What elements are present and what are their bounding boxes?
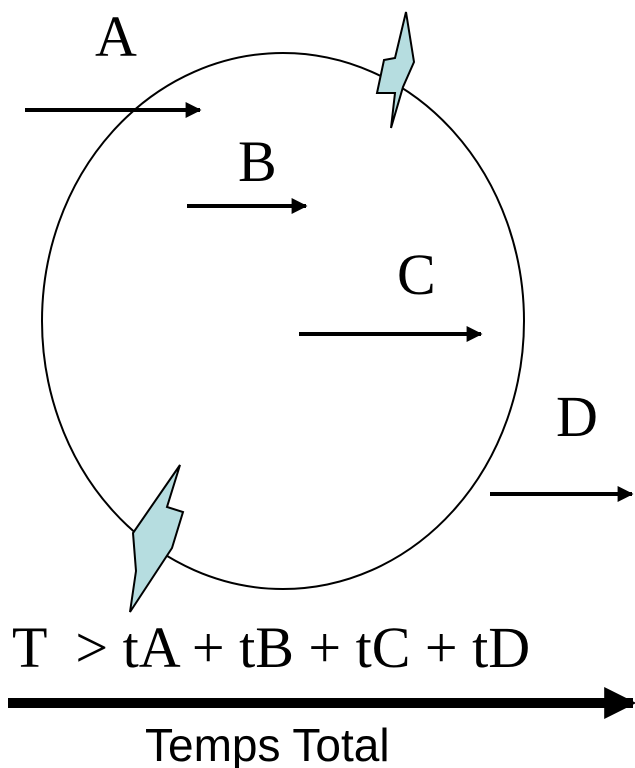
label-b: B bbox=[238, 129, 277, 194]
label-c: C bbox=[397, 242, 436, 307]
label-d: D bbox=[556, 384, 598, 449]
total-time-caption: Temps Total bbox=[145, 719, 390, 768]
label-a: A bbox=[95, 4, 137, 69]
process-circle bbox=[41, 52, 525, 590]
lightning-bolt-bottom-icon bbox=[129, 464, 185, 613]
lightning-bolt-top-icon bbox=[375, 11, 416, 129]
time-formula: T > tA + tB + tC + tD bbox=[12, 615, 530, 680]
